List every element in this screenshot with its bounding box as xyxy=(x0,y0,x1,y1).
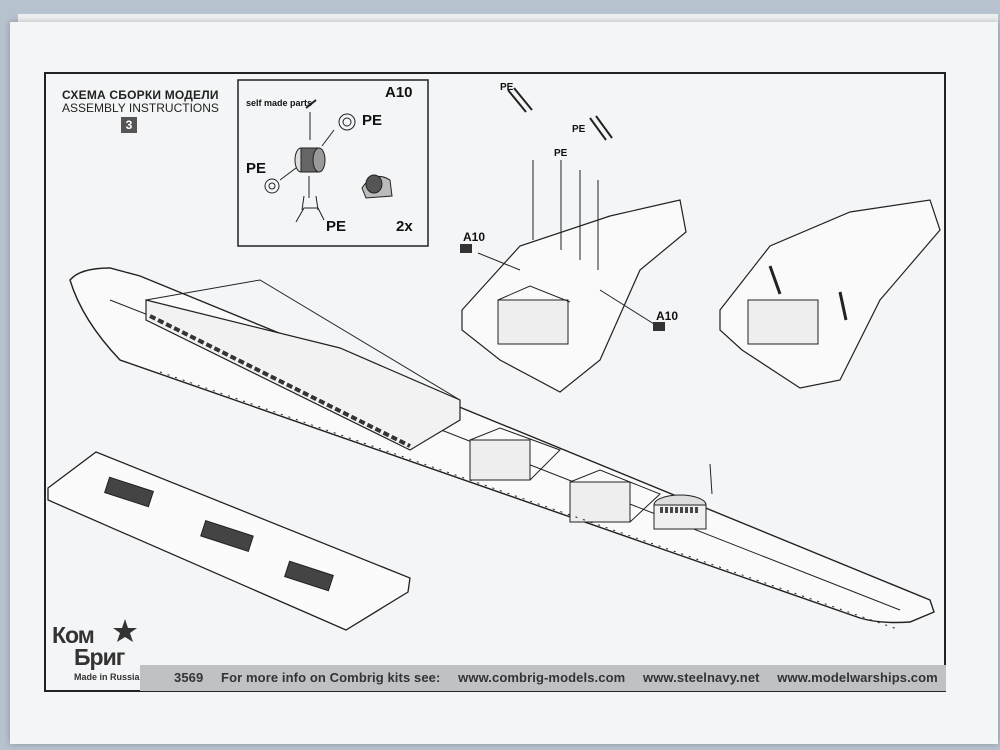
footer-site-combrig: www.combrig-models.com xyxy=(458,670,626,685)
star-icon xyxy=(113,619,137,642)
footer-site-modelwarships: www.modelwarships.com xyxy=(777,670,938,685)
inset-pe-label-2: PE xyxy=(246,160,267,177)
title-russian: СХЕМА СБОРКИ МОДЕЛИ xyxy=(62,88,219,102)
logo-made-in: Made in Russia xyxy=(74,672,140,682)
kit-number: 3569 xyxy=(174,670,204,685)
inset-pe-label-1: PE xyxy=(362,112,383,129)
logo-line-2: Бриг xyxy=(74,644,125,670)
footer-site-steelnavy: www.steelnavy.net xyxy=(643,670,760,685)
inset-pe-label-3: PE xyxy=(326,218,347,235)
a10-callout-left: A10 xyxy=(463,230,486,244)
combrig-logo: Ком Бриг Made in Russia xyxy=(46,619,146,692)
instruction-sheet xyxy=(10,22,998,744)
step-number-badge: 3 xyxy=(121,117,137,133)
inset-box xyxy=(237,79,429,247)
pe-callout-middle: PE xyxy=(554,148,568,159)
footer-info: For more info on Combrig kits see: xyxy=(221,670,441,685)
a10-callout-right: A10 xyxy=(656,309,679,323)
drawing-frame xyxy=(44,72,946,692)
pe-callout-top-left: PE xyxy=(500,82,514,93)
footer-text: 3569 For more info on Combrig kits see: … xyxy=(174,670,952,685)
logo-line-1: Ком xyxy=(52,622,95,648)
a10-part-right xyxy=(653,322,665,331)
inset-id-label: A10 xyxy=(385,84,413,101)
self-made-parts-label: self made parts xyxy=(246,98,313,108)
pe-callout-top-right: PE xyxy=(572,124,586,135)
inset-multiplier-label: 2x xyxy=(396,218,413,235)
footer-band xyxy=(140,665,946,691)
detail-view-2 xyxy=(719,199,941,389)
a10-part-left xyxy=(460,244,472,253)
detail-view-1 xyxy=(461,199,687,393)
title-english: ASSEMBLY INSTRUCTIONS xyxy=(62,101,219,115)
